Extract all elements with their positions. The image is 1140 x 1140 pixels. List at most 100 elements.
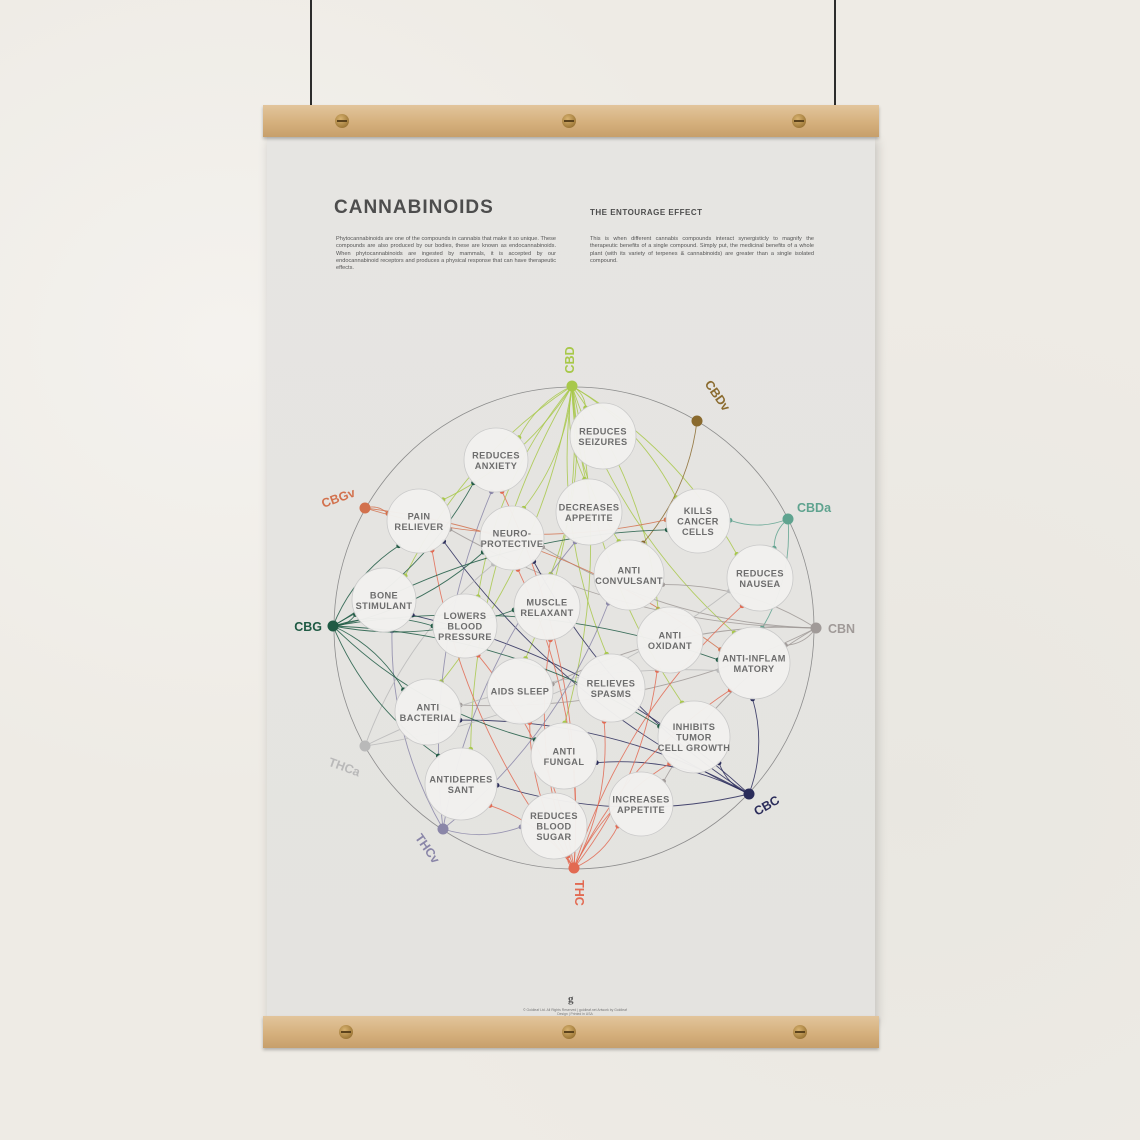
- effect-label-sugar: BLOOD: [536, 822, 571, 832]
- screw-icon: [792, 114, 806, 128]
- node-CBDv: [691, 415, 703, 427]
- effect-circle-fungal: [530, 722, 598, 790]
- effect-label-spasms: SPASMS: [591, 689, 632, 699]
- effect-label-tumor: CELL GROWTH: [658, 743, 731, 753]
- effect-circle-pain: [386, 488, 452, 554]
- effect-circle-neuro: [479, 505, 545, 571]
- link-line-CBDv-convulsant: [642, 420, 698, 544]
- screw-icon: [335, 114, 349, 128]
- effect-label-bone: STIMULANT: [356, 601, 413, 611]
- effect-label-oxidant: OXIDANT: [648, 641, 692, 651]
- effect-label-cancer: KILLS: [684, 506, 713, 516]
- screw-icon: [793, 1025, 807, 1039]
- node-label-CBDv: CBDv: [702, 378, 733, 414]
- node-THCa: [359, 740, 371, 752]
- entourage-paragraph: This is when different cannabis compound…: [590, 236, 814, 264]
- node-label-CBD: CBD: [563, 346, 577, 373]
- hanging-string-right: [834, 0, 836, 110]
- effect-label-tumor: INHIBITS: [673, 722, 716, 732]
- node-CBGv: [359, 502, 371, 514]
- bottom-wood-bar: [263, 1016, 879, 1048]
- effect-circle-sleep: [486, 657, 554, 725]
- effect-circle-anxiety: [463, 427, 529, 493]
- effect-label-muscle: RELAXANT: [520, 608, 573, 618]
- effect-label-seizures: SEIZURES: [578, 437, 627, 447]
- node-label-THCv: THCv: [412, 831, 442, 866]
- effect-circle-tumor: [657, 700, 731, 774]
- effect-circle-oxidant: [636, 606, 704, 674]
- effect-circle-seizures: [569, 402, 637, 470]
- effect-label-bacterial: BACTERIAL: [400, 713, 457, 723]
- effect-label-depress: ANTIDEPRES: [429, 774, 492, 784]
- link-line-CBD-anxiety: [518, 385, 573, 438]
- effect-label-spasms: RELIEVES: [587, 678, 636, 688]
- effect-label-bp: LOWERS: [444, 611, 487, 621]
- node-label-THCa: THCa: [327, 755, 363, 780]
- link-line-THCa-neuro: [364, 563, 494, 747]
- link-line-CBDa-cancer: [729, 518, 789, 526]
- node-label-CBN: CBN: [828, 622, 855, 636]
- link-line-CBC-bacterial: [459, 719, 750, 795]
- effect-label-tumor: TUMOR: [676, 733, 712, 743]
- link-line-THCv-sugar: [442, 826, 522, 836]
- node-label-CBG: CBG: [294, 620, 322, 634]
- node-CBG: [327, 620, 339, 632]
- effect-label-appetite_inc: APPETITE: [617, 805, 665, 815]
- node-label-THC: THC: [572, 880, 586, 906]
- screw-icon: [339, 1025, 353, 1039]
- effect-label-bp: PRESSURE: [438, 632, 492, 642]
- effect-circle-inflam: [717, 626, 791, 700]
- effect-label-cancer: CANCER: [677, 517, 719, 527]
- effect-circle-nausea: [726, 544, 794, 612]
- poster-title: CANNABINOIDS: [334, 197, 494, 218]
- footer-credit: © Goldleaf Ltd. All Rights Reserved | go…: [523, 1008, 627, 1017]
- node-label-CBC: CBC: [752, 793, 782, 819]
- effect-label-inflam: MATORY: [733, 664, 774, 674]
- top-wood-bar: [263, 105, 879, 137]
- effect-label-depress: SANT: [448, 785, 475, 795]
- node-THCv: [437, 823, 449, 835]
- effect-label-anxiety: ANXIETY: [475, 461, 518, 471]
- effect-label-cancer: CELLS: [682, 527, 714, 537]
- screw-icon: [562, 114, 576, 128]
- intro-paragraph: Phytocannabinoids are one of the compoun…: [336, 236, 556, 272]
- node-THC: [568, 862, 580, 874]
- effect-circle-depress: [424, 747, 498, 821]
- link-line-CBC-inflam: [748, 698, 760, 795]
- effect-label-muscle: MUSCLE: [526, 597, 567, 607]
- effect-circle-sugar: [520, 792, 588, 860]
- node-CBD: [566, 380, 578, 392]
- screw-icon: [562, 1025, 576, 1039]
- effect-label-nausea: NAUSEA: [739, 579, 780, 589]
- node-CBN: [810, 622, 822, 634]
- effect-circle-bp: [432, 593, 498, 659]
- effect-label-pain: PAIN: [408, 511, 431, 521]
- effect-label-convulsant: CONVULSANT: [595, 576, 663, 586]
- effect-label-seizures: REDUCES: [579, 426, 627, 436]
- effect-circle-spasms: [576, 653, 646, 723]
- effect-label-anxiety: REDUCES: [472, 450, 520, 460]
- effect-label-oxidant: ANTI: [658, 630, 681, 640]
- node-CBC: [743, 788, 755, 800]
- hanging-string-left: [310, 0, 312, 110]
- link-line-CBD-muscle: [550, 385, 578, 575]
- effect-label-convulsant: ANTI: [617, 565, 640, 575]
- links-group: [332, 385, 817, 869]
- effects-group: REDUCESSEIZURESREDUCESANXIETYPAINRELIEVE…: [351, 402, 794, 860]
- effect-circle-appetite_dec: [555, 478, 623, 546]
- effect-label-inflam: ANTI-INFLAM: [722, 653, 786, 663]
- effect-circle-cancer: [665, 488, 731, 554]
- link-line-THC-nausea: [573, 605, 743, 869]
- effect-label-neuro: NEURO-: [493, 528, 532, 538]
- effect-label-appetite_dec: APPETITE: [565, 513, 613, 523]
- effect-label-appetite_inc: INCREASES: [612, 794, 669, 804]
- effect-label-pain: RELIEVER: [394, 522, 443, 532]
- node-label-CBGv: CBGv: [320, 486, 357, 511]
- node-label-CBDa: CBDa: [797, 501, 832, 515]
- effect-label-sugar: REDUCES: [530, 811, 578, 821]
- effect-label-appetite_dec: DECREASES: [559, 502, 620, 512]
- effect-label-fungal: FUNGAL: [544, 757, 585, 767]
- effect-circle-bacterial: [394, 678, 462, 746]
- entourage-title: THE ENTOURAGE EFFECT: [590, 208, 703, 217]
